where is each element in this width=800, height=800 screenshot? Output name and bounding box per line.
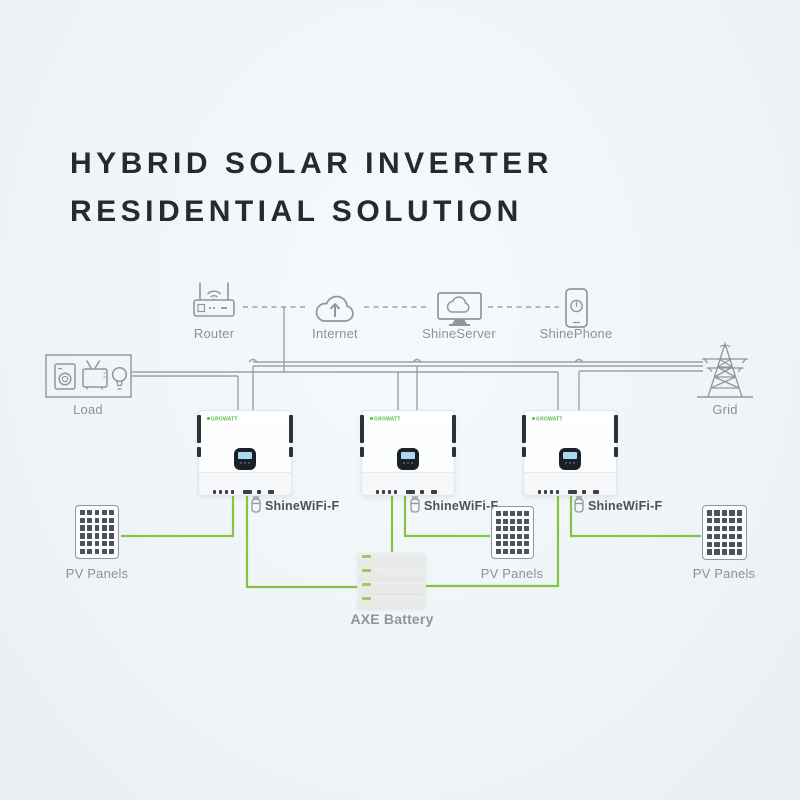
shinewifi-label-1: ShineWiFi-F (265, 499, 340, 513)
axe-battery (358, 553, 425, 608)
router-icon (193, 282, 235, 317)
pv-label-2: PV Panels (480, 566, 544, 581)
shinewifi-dongle-icon-1 (251, 493, 261, 513)
heatsink-fin (289, 415, 293, 443)
inverter-ports (524, 489, 616, 494)
inverter-ports (199, 489, 291, 494)
battery-module (358, 581, 425, 594)
inverter-display (397, 448, 419, 470)
pv-panel-1 (75, 505, 119, 559)
shinephone-label: ShinePhone (539, 326, 613, 341)
shinewifi-dongle-icon-3 (574, 493, 584, 513)
pv-label-1: PV Panels (65, 566, 129, 581)
growatt-logo: GROWATT (532, 417, 563, 423)
shinewifi-dongle-icons (251, 493, 584, 513)
battery-module (358, 567, 425, 580)
title-line-1: HYBRID SOLAR INVERTER (70, 147, 553, 180)
inverter-lower-panel (524, 472, 616, 495)
dc-wiring (121, 494, 701, 589)
heatsink-fin (197, 415, 201, 443)
heatsink-fin (360, 415, 364, 443)
pv-cells (76, 506, 118, 558)
inverter-lower-panel (199, 472, 291, 495)
inverter-lower-panel (362, 472, 454, 495)
title-line-2: RESIDENTIAL SOLUTION (70, 195, 523, 228)
battery-module (358, 595, 425, 608)
shinewifi-dongle-icon-2 (410, 493, 420, 513)
battery-label: AXE Battery (350, 611, 434, 627)
monitor-cloud-icon (437, 292, 482, 326)
inverter-display (559, 448, 581, 470)
smartphone-icon (565, 288, 588, 328)
growatt-logo: GROWATT (207, 417, 238, 423)
pv-label-3: PV Panels (692, 566, 756, 581)
ac-wiring (131, 307, 703, 410)
inverter-2: GROWATT (360, 410, 456, 496)
lcd-screen (401, 452, 415, 459)
shinewifi-label-2: ShineWiFi-F (424, 499, 499, 513)
router-label: Router (193, 326, 235, 341)
inverter-1: GROWATT (197, 410, 293, 496)
heatsink-fin (360, 447, 364, 457)
pv-panel-3 (702, 505, 747, 560)
lcd-screen (238, 452, 252, 459)
heatsink-fin (522, 447, 526, 457)
grid-label: Grid (712, 402, 738, 417)
heatsink-fin (197, 447, 201, 457)
internet-label: Internet (312, 326, 358, 341)
heatsink-fin (522, 415, 526, 443)
load-appliances-icon (45, 354, 132, 398)
grid-tower-icon (697, 341, 753, 398)
growatt-logo: GROWATT (370, 417, 401, 423)
lcd-screen (563, 452, 577, 459)
cloud-arrow-icon (315, 295, 354, 322)
heatsink-fin (614, 415, 618, 443)
heatsink-fin (614, 447, 618, 457)
load-label: Load (73, 402, 103, 417)
pv-cells (703, 506, 746, 559)
pv-cells (492, 507, 533, 558)
shinewifi-label-3: ShineWiFi-F (588, 499, 663, 513)
page-title: HYBRID SOLAR INVERTER RESIDENTIAL SOLUTI… (70, 140, 690, 236)
inverter-display (234, 448, 256, 470)
inverter-3: GROWATT (522, 410, 618, 496)
battery-module (358, 553, 425, 566)
heatsink-fin (289, 447, 293, 457)
pv-panel-2 (491, 506, 534, 559)
heatsink-fin (452, 415, 456, 443)
shineserver-label: ShineServer (422, 326, 496, 341)
heatsink-fin (452, 447, 456, 457)
inverter-ports (362, 489, 454, 494)
